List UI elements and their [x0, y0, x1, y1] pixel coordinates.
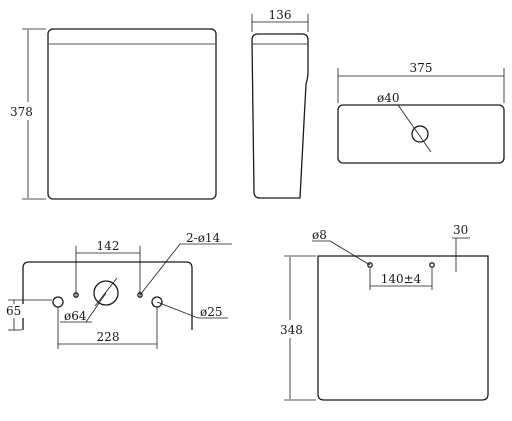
- rear-view: ø8 140±4 30 348: [276, 223, 489, 401]
- rear-fix-hole-right: [429, 262, 435, 268]
- front-view-outline: [47, 28, 217, 200]
- front-height-label: 378: [10, 105, 33, 119]
- fix-holes-leader: [329, 240, 371, 266]
- side-view: 136: [251, 8, 309, 199]
- front-view: 378: [6, 28, 217, 200]
- rear-height-label: 348: [280, 323, 303, 337]
- front-height-label-bg: [6, 102, 32, 120]
- bottom-view-outline: [22, 261, 193, 330]
- side-width-label: 136: [269, 8, 292, 22]
- inlet-label: ø25: [200, 305, 223, 319]
- inlet-leader: [156, 301, 199, 319]
- top-view-outline: [337, 104, 505, 164]
- edge-offset-label: 30: [453, 223, 468, 237]
- rear-height-label-bg: [276, 320, 304, 338]
- inlet-height-label-bg: [4, 304, 24, 318]
- rear-fix-hole-left: [367, 262, 373, 268]
- bottom-small-hole-left: [73, 292, 79, 298]
- pair-holes-label: 2-ø14: [186, 231, 221, 245]
- rear-view-outline: [317, 255, 489, 401]
- top-hole-label: ø40: [377, 91, 400, 105]
- bottom-spacing-label: 142: [97, 239, 120, 253]
- fix-holes-label: ø8: [312, 228, 327, 242]
- bottom-drain-diagonal: [94, 277, 118, 307]
- top-view: 375 ø40: [337, 61, 505, 164]
- bottom-small-hole-right: [137, 292, 143, 298]
- pair-holes-leader: [139, 243, 181, 296]
- drain-leader: [85, 292, 107, 323]
- inlet-height-label: 65: [6, 304, 21, 318]
- bottom-inlet-hole-left: [52, 296, 64, 308]
- base-width-label: 228: [97, 330, 120, 344]
- top-hole-leader: [397, 104, 432, 153]
- hole-spacing-label: 140±4: [381, 272, 422, 286]
- top-button-hole: [411, 125, 429, 143]
- bottom-drain-hole: [93, 280, 119, 306]
- bottom-view: 142 2-ø14 ø64 ø25 65 228: [4, 231, 232, 349]
- top-width-label: 375: [410, 61, 433, 75]
- drain-label: ø64: [64, 309, 87, 323]
- side-view-outline: [251, 33, 309, 199]
